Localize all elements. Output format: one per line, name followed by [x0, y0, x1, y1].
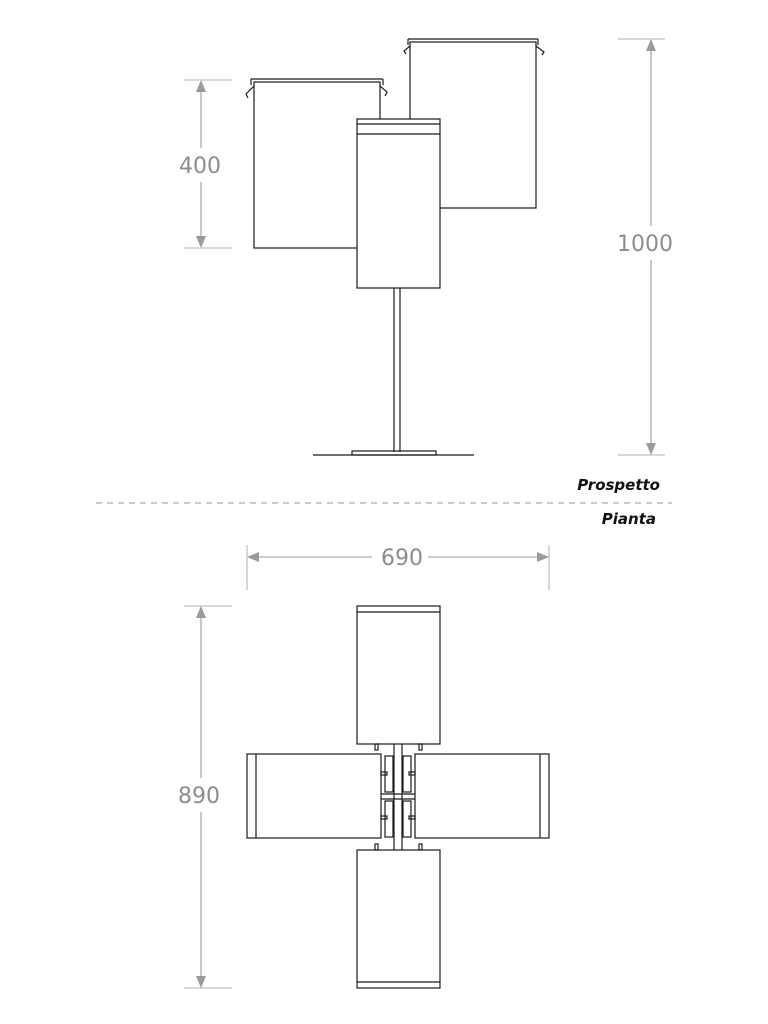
- elevation-label: Prospetto: [577, 476, 660, 494]
- dimension-plan-depth: 890: [178, 605, 232, 989]
- dimension-plan-width: 690: [246, 545, 550, 590]
- stand-pole: [393, 288, 401, 452]
- plan-bin-top: [356, 605, 441, 751]
- bin-front: [356, 118, 441, 289]
- dimension-label-400: 400: [179, 154, 221, 179]
- plan-bin-left: [246, 753, 388, 839]
- stand-base: [313, 450, 474, 456]
- dimension-label-890: 890: [178, 784, 220, 809]
- plan-label: Pianta: [602, 510, 656, 528]
- plan-bin-right: [408, 753, 550, 839]
- dimension-panel-height: 400: [179, 79, 232, 249]
- plan-view: 690 890: [178, 545, 550, 989]
- dimension-label-1000: 1000: [617, 232, 673, 257]
- dimension-label-690: 690: [381, 546, 423, 571]
- dimension-total-height: 1000: [617, 38, 673, 456]
- plan-bin-bottom: [356, 843, 441, 989]
- elevation-view: 400 1000: [179, 38, 673, 456]
- plan-hub: [381, 744, 415, 850]
